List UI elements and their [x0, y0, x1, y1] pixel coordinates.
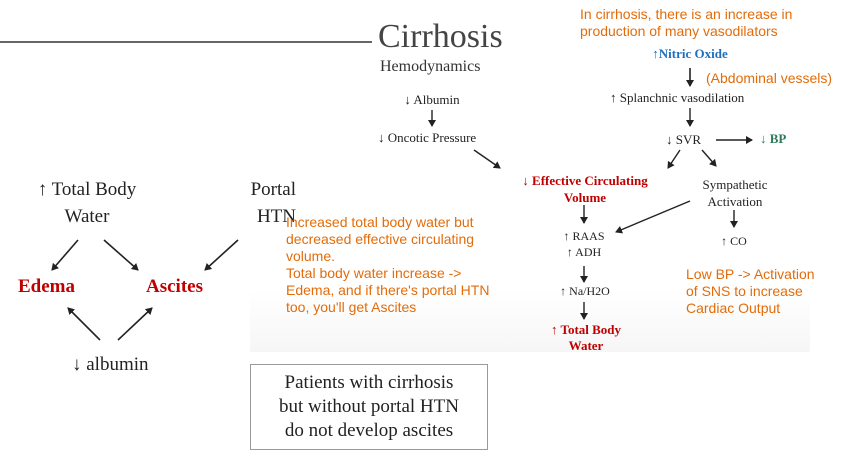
node-effective-volume: ↓ Effective Circulating Volume: [522, 173, 648, 205]
arrow-htn-to-ascites: [204, 239, 239, 271]
left-ascites: Ascites: [146, 276, 203, 297]
background-band: [250, 290, 810, 352]
node-total-body-water: ↑ Total Body Water: [550, 322, 622, 353]
arrow-albumin-to-ascites: [117, 307, 153, 341]
node-bp: ↓ BP: [760, 131, 787, 146]
note-total-body-water: Increased total body water but decreased…: [286, 214, 490, 315]
note-vasodilators: In cirrhosis, there is an increase in pr…: [580, 6, 793, 39]
page-subtitle: Hemodynamics: [380, 58, 481, 75]
left-portal-htn: Portal HTN: [250, 179, 296, 227]
note-low-bp: Low BP -> Activation of SNS to increase …: [686, 266, 815, 316]
node-albumin: ↓ Albumin: [404, 92, 460, 107]
note-abdominal-vessels: (Abdominal vessels): [706, 70, 833, 86]
arrow-svr-to-volume: [667, 149, 681, 169]
node-na-h2o: ↑ Na/H2O: [560, 284, 610, 298]
node-oncotic-pressure: ↓ Oncotic Pressure: [378, 130, 477, 145]
node-co: ↑ CO: [721, 234, 747, 248]
node-svr: ↓ SVR: [666, 132, 702, 147]
arrow-oncotic-to-volume: [473, 149, 501, 169]
node-nitric-oxide: ↑Nitric Oxide: [652, 46, 728, 61]
node-raas-adh: ↑ RAAS ↑ ADH: [563, 229, 605, 259]
arrow-albumin-to-edema: [67, 307, 101, 341]
callout-box: Patients with cirrhosis but without port…: [250, 364, 488, 450]
left-edema: Edema: [18, 276, 75, 297]
arrow-tbw-to-ascites: [103, 239, 139, 271]
arrow-tbw-to-edema: [51, 239, 79, 271]
left-albumin: ↓ albumin: [72, 354, 149, 375]
node-splanchnic-vasodilation: ↑ Splanchnic vasodilation: [610, 90, 745, 105]
arrow-svr-to-sympathetic: [701, 149, 717, 167]
arrow-sympathetic-to-raas: [615, 200, 691, 234]
left-total-body-water: ↑ Total Body Water: [37, 179, 137, 227]
page-title: Cirrhosis: [378, 18, 503, 55]
node-sympathetic-activation: Sympathetic Activation: [702, 177, 768, 209]
